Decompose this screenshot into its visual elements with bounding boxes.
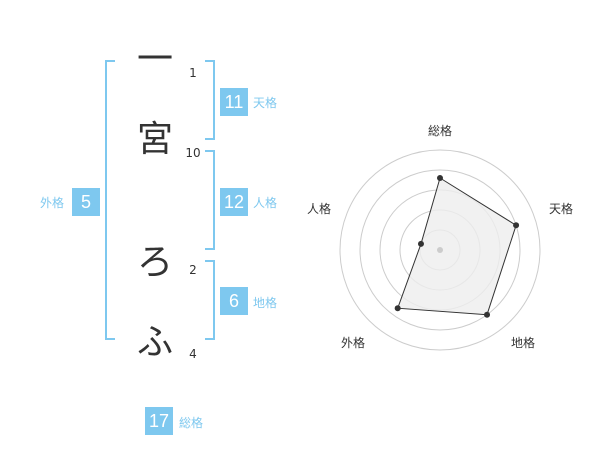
- tenkaku-bracket: [205, 60, 215, 140]
- radar-label-soukaku: 総格: [428, 124, 453, 138]
- radar-ring-2: [359, 169, 521, 331]
- name-char-4: ふ: [136, 322, 173, 363]
- radar-point-4: [394, 305, 401, 312]
- gaikaku-label: 外格: [40, 196, 65, 210]
- radar-label-tenkaku: 天格: [549, 202, 574, 216]
- stroke-count-1: 1: [189, 66, 197, 80]
- soukaku-badge: 17: [145, 407, 173, 435]
- jinkaku-badge: 12: [220, 188, 248, 216]
- stroke-count-3: 2: [189, 263, 197, 277]
- stroke-count-4: 4: [189, 347, 197, 361]
- tenkaku-label: 天格: [253, 96, 278, 110]
- radar-point-5: [417, 240, 424, 247]
- radar-polygon: [397, 177, 517, 316]
- chikaku-bracket: [205, 260, 215, 340]
- soukaku-label: 総格: [179, 416, 204, 430]
- radar-center-dot: [437, 247, 443, 253]
- gaikaku-bracket: [105, 60, 115, 340]
- radar-point-1: [437, 175, 443, 181]
- gaikaku-badge: 5: [72, 188, 100, 216]
- stroke-count-2: 10: [185, 146, 201, 160]
- name-char-1: 一: [136, 39, 173, 80]
- jinkaku-bracket: [205, 150, 215, 250]
- name-char-3: ろ: [136, 242, 173, 283]
- chikaku-badge: 6: [220, 287, 248, 315]
- name-char-2: 宮: [136, 119, 173, 160]
- radar-point-3: [484, 311, 491, 318]
- radar-label-chikaku: 地格: [511, 336, 536, 350]
- chikaku-label: 地格: [253, 296, 278, 310]
- radar-point-2: [513, 222, 520, 229]
- radar-label-jinkaku: 人格: [307, 202, 332, 216]
- tenkaku-badge: 11: [220, 88, 248, 116]
- radar-label-gaikaku: 外格: [341, 336, 366, 350]
- radar-ring-1: [339, 149, 541, 351]
- radar-points: [394, 175, 520, 318]
- jinkaku-label: 人格: [253, 196, 278, 210]
